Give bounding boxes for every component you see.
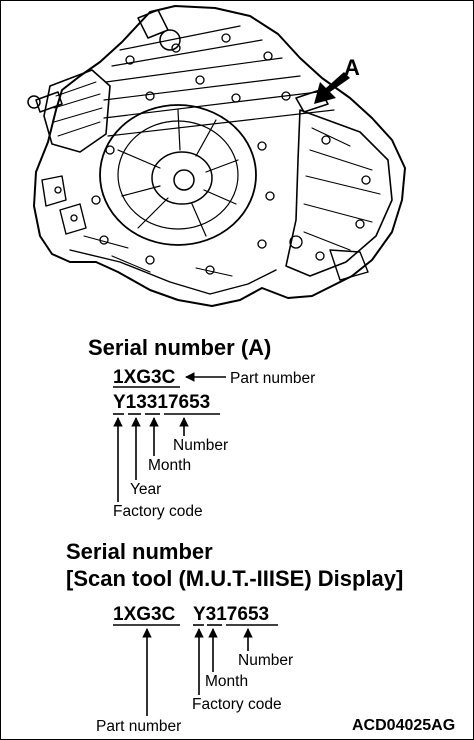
housing-ring bbox=[99, 104, 257, 246]
serial-plate bbox=[295, 89, 329, 113]
section1-year-label: Year bbox=[130, 481, 162, 498]
section1-number-label: Number bbox=[173, 437, 229, 454]
section1-month-label: Month bbox=[148, 457, 192, 474]
section2-serial-code: Y317653 bbox=[193, 604, 270, 625]
section1-serial-code: Y13317653 bbox=[113, 392, 211, 413]
transmission-assembly-illustration bbox=[27, 5, 406, 307]
callout-arrow-icon bbox=[314, 72, 350, 104]
section2-heading-line2: [Scan tool (M.U.T.-IIISE) Display] bbox=[66, 566, 404, 591]
section1-heading: Serial number (A) bbox=[88, 335, 272, 360]
section2-factory-code-label: Factory code bbox=[192, 696, 282, 713]
section1-part-code: 1XG3C bbox=[113, 367, 176, 388]
section2-month-label: Month bbox=[205, 673, 249, 690]
left-fitting bbox=[27, 91, 63, 113]
section1-factory-code-label: Factory code bbox=[113, 503, 203, 520]
section2-number-label: Number bbox=[238, 652, 294, 669]
section1-part-number-label: Part number bbox=[230, 370, 316, 387]
transmission-outline bbox=[33, 5, 406, 307]
callout-label: A bbox=[344, 55, 360, 80]
section2-part-code: 1XG3C bbox=[113, 604, 176, 625]
bell-housing bbox=[285, 109, 393, 277]
bolts bbox=[54, 33, 371, 275]
section2-heading: Serial number bbox=[66, 539, 213, 564]
left-cover bbox=[43, 69, 111, 153]
figure-id: ACD04025AG bbox=[352, 717, 456, 734]
section2-part-number-label: Part number bbox=[96, 718, 182, 735]
